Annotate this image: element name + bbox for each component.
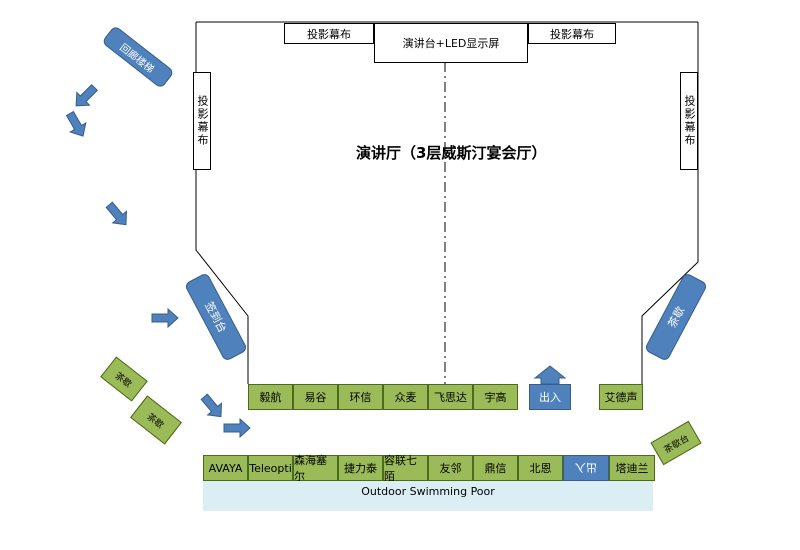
arrow-icon (105, 201, 128, 226)
booth-row2-item-2: 森海塞尔 (293, 454, 338, 483)
entrance-label: 出入 (529, 384, 571, 410)
arrow-icon (151, 307, 179, 329)
booth-row1-item-0: 毅航 (248, 384, 293, 410)
pool-label: Outdoor Swimming Poor (361, 485, 495, 498)
booth-row2-item-4: 容联七陌 (383, 454, 428, 483)
booth-aidesheng: 艾德声 (599, 384, 643, 410)
hall-outline-right (641, 22, 699, 384)
projection-screen-top-left: 投影幕布 (284, 23, 374, 44)
arrow-icon (200, 393, 223, 418)
booth-row2-item-3: 捷力泰 (338, 455, 383, 481)
hall-title: 演讲厅（3层威斯汀宴会厅） (356, 144, 547, 162)
booth-tadilan: 塔迪兰 (609, 455, 655, 481)
booth-row1-item-2: 环信 (338, 384, 383, 410)
booth-row2-item-7: 北恩 (518, 455, 563, 481)
exit-label: 出入 (563, 455, 609, 481)
arrow-icon (223, 417, 251, 439)
booth-row1-item-4: 飞思达 (428, 384, 473, 410)
booth-row2-item-6: 鼎信 (473, 455, 518, 481)
projection-screen-left: 投影幕布 (193, 72, 211, 170)
booth-row1-item-3: 众麦 (383, 384, 428, 410)
projection-screen-right: 投影幕布 (680, 72, 698, 170)
booth-row2-item-0: AVAYA (203, 455, 248, 481)
entrance-arrow-icon (533, 365, 567, 385)
booth-row2-item-1: Teleopti (248, 455, 293, 481)
outdoor-pool: Outdoor Swimming Poor (203, 481, 653, 511)
stage-led-screen: 演讲台+LED显示屏 (374, 23, 528, 63)
arrow-icon (75, 83, 99, 107)
arrow-icon (65, 110, 87, 137)
projection-screen-top-right: 投影幕布 (528, 23, 616, 44)
booth-row2-item-5: 友邻 (428, 455, 473, 481)
booth-row1-item-5: 宇高 (473, 384, 518, 410)
booth-row1-item-1: 易谷 (293, 384, 338, 410)
